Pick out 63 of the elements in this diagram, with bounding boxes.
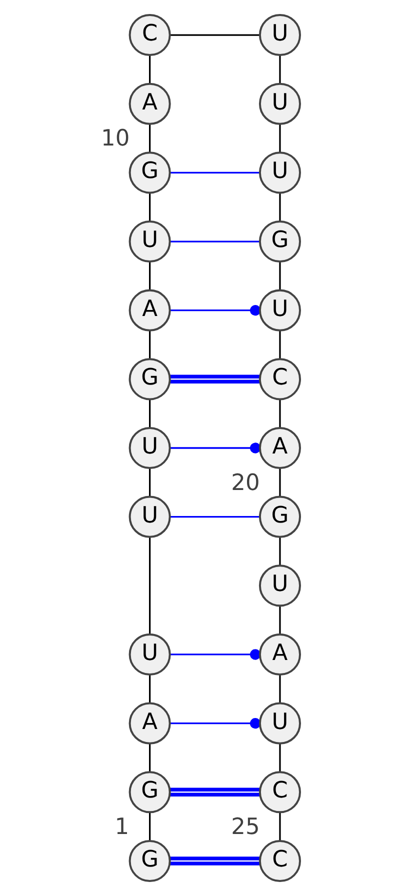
connector — [170, 516, 260, 518]
node-circle: C — [258, 840, 300, 882]
connector — [170, 718, 260, 729]
connector — [148, 124, 150, 152]
connector — [278, 192, 280, 222]
connector — [170, 172, 260, 174]
node-circle: G — [128, 771, 170, 814]
connector — [148, 674, 150, 703]
node-circle: U — [258, 82, 300, 125]
connector — [170, 240, 260, 242]
connector — [278, 468, 280, 496]
connector — [278, 812, 280, 841]
connector — [148, 537, 150, 634]
node-circle: U — [258, 14, 300, 56]
connector — [148, 399, 150, 428]
node-circle: U — [258, 289, 300, 332]
connector — [148, 743, 150, 772]
connector — [148, 812, 150, 841]
connector — [278, 536, 280, 566]
node-circle: U — [258, 564, 300, 607]
connector — [170, 305, 260, 316]
node-circle: C — [128, 14, 170, 56]
node-circle: G — [128, 840, 170, 882]
node-circle: A — [128, 702, 170, 744]
connector — [170, 649, 260, 660]
node-circle: A — [258, 633, 300, 676]
node-label: 20 — [230, 470, 260, 496]
connector — [170, 374, 260, 384]
node-label: 10 — [100, 126, 130, 152]
connector — [148, 55, 150, 84]
connector — [278, 743, 280, 772]
connector — [148, 330, 150, 359]
node-circle: U — [258, 152, 300, 194]
connector — [278, 330, 280, 359]
node-circle: G — [258, 220, 300, 263]
node-label: 25 — [230, 814, 260, 840]
node-circle: U — [128, 633, 170, 676]
node-circle: U — [128, 496, 170, 538]
node-circle: C — [258, 771, 300, 814]
node-circle: U — [128, 426, 170, 470]
connector — [170, 34, 260, 36]
connector — [148, 192, 150, 222]
connector — [278, 55, 280, 84]
node-circle: G — [128, 358, 170, 400]
connector — [170, 856, 260, 866]
connector — [170, 442, 260, 454]
connector — [170, 788, 260, 797]
connector — [278, 262, 280, 290]
connector — [278, 674, 280, 703]
connector — [278, 124, 280, 152]
node-label: 1 — [114, 814, 129, 840]
node-circle: U — [258, 702, 300, 744]
node-circle: U — [128, 220, 170, 263]
node-circle: A — [128, 289, 170, 332]
connector — [148, 468, 150, 496]
connector — [278, 399, 280, 428]
node-circle: G — [128, 152, 170, 194]
node-circle: A — [258, 426, 300, 470]
node-circle: G — [258, 496, 300, 538]
node-circle: C — [258, 358, 300, 400]
connector — [278, 606, 280, 634]
node-circle: A — [128, 82, 170, 125]
connector — [148, 262, 150, 290]
